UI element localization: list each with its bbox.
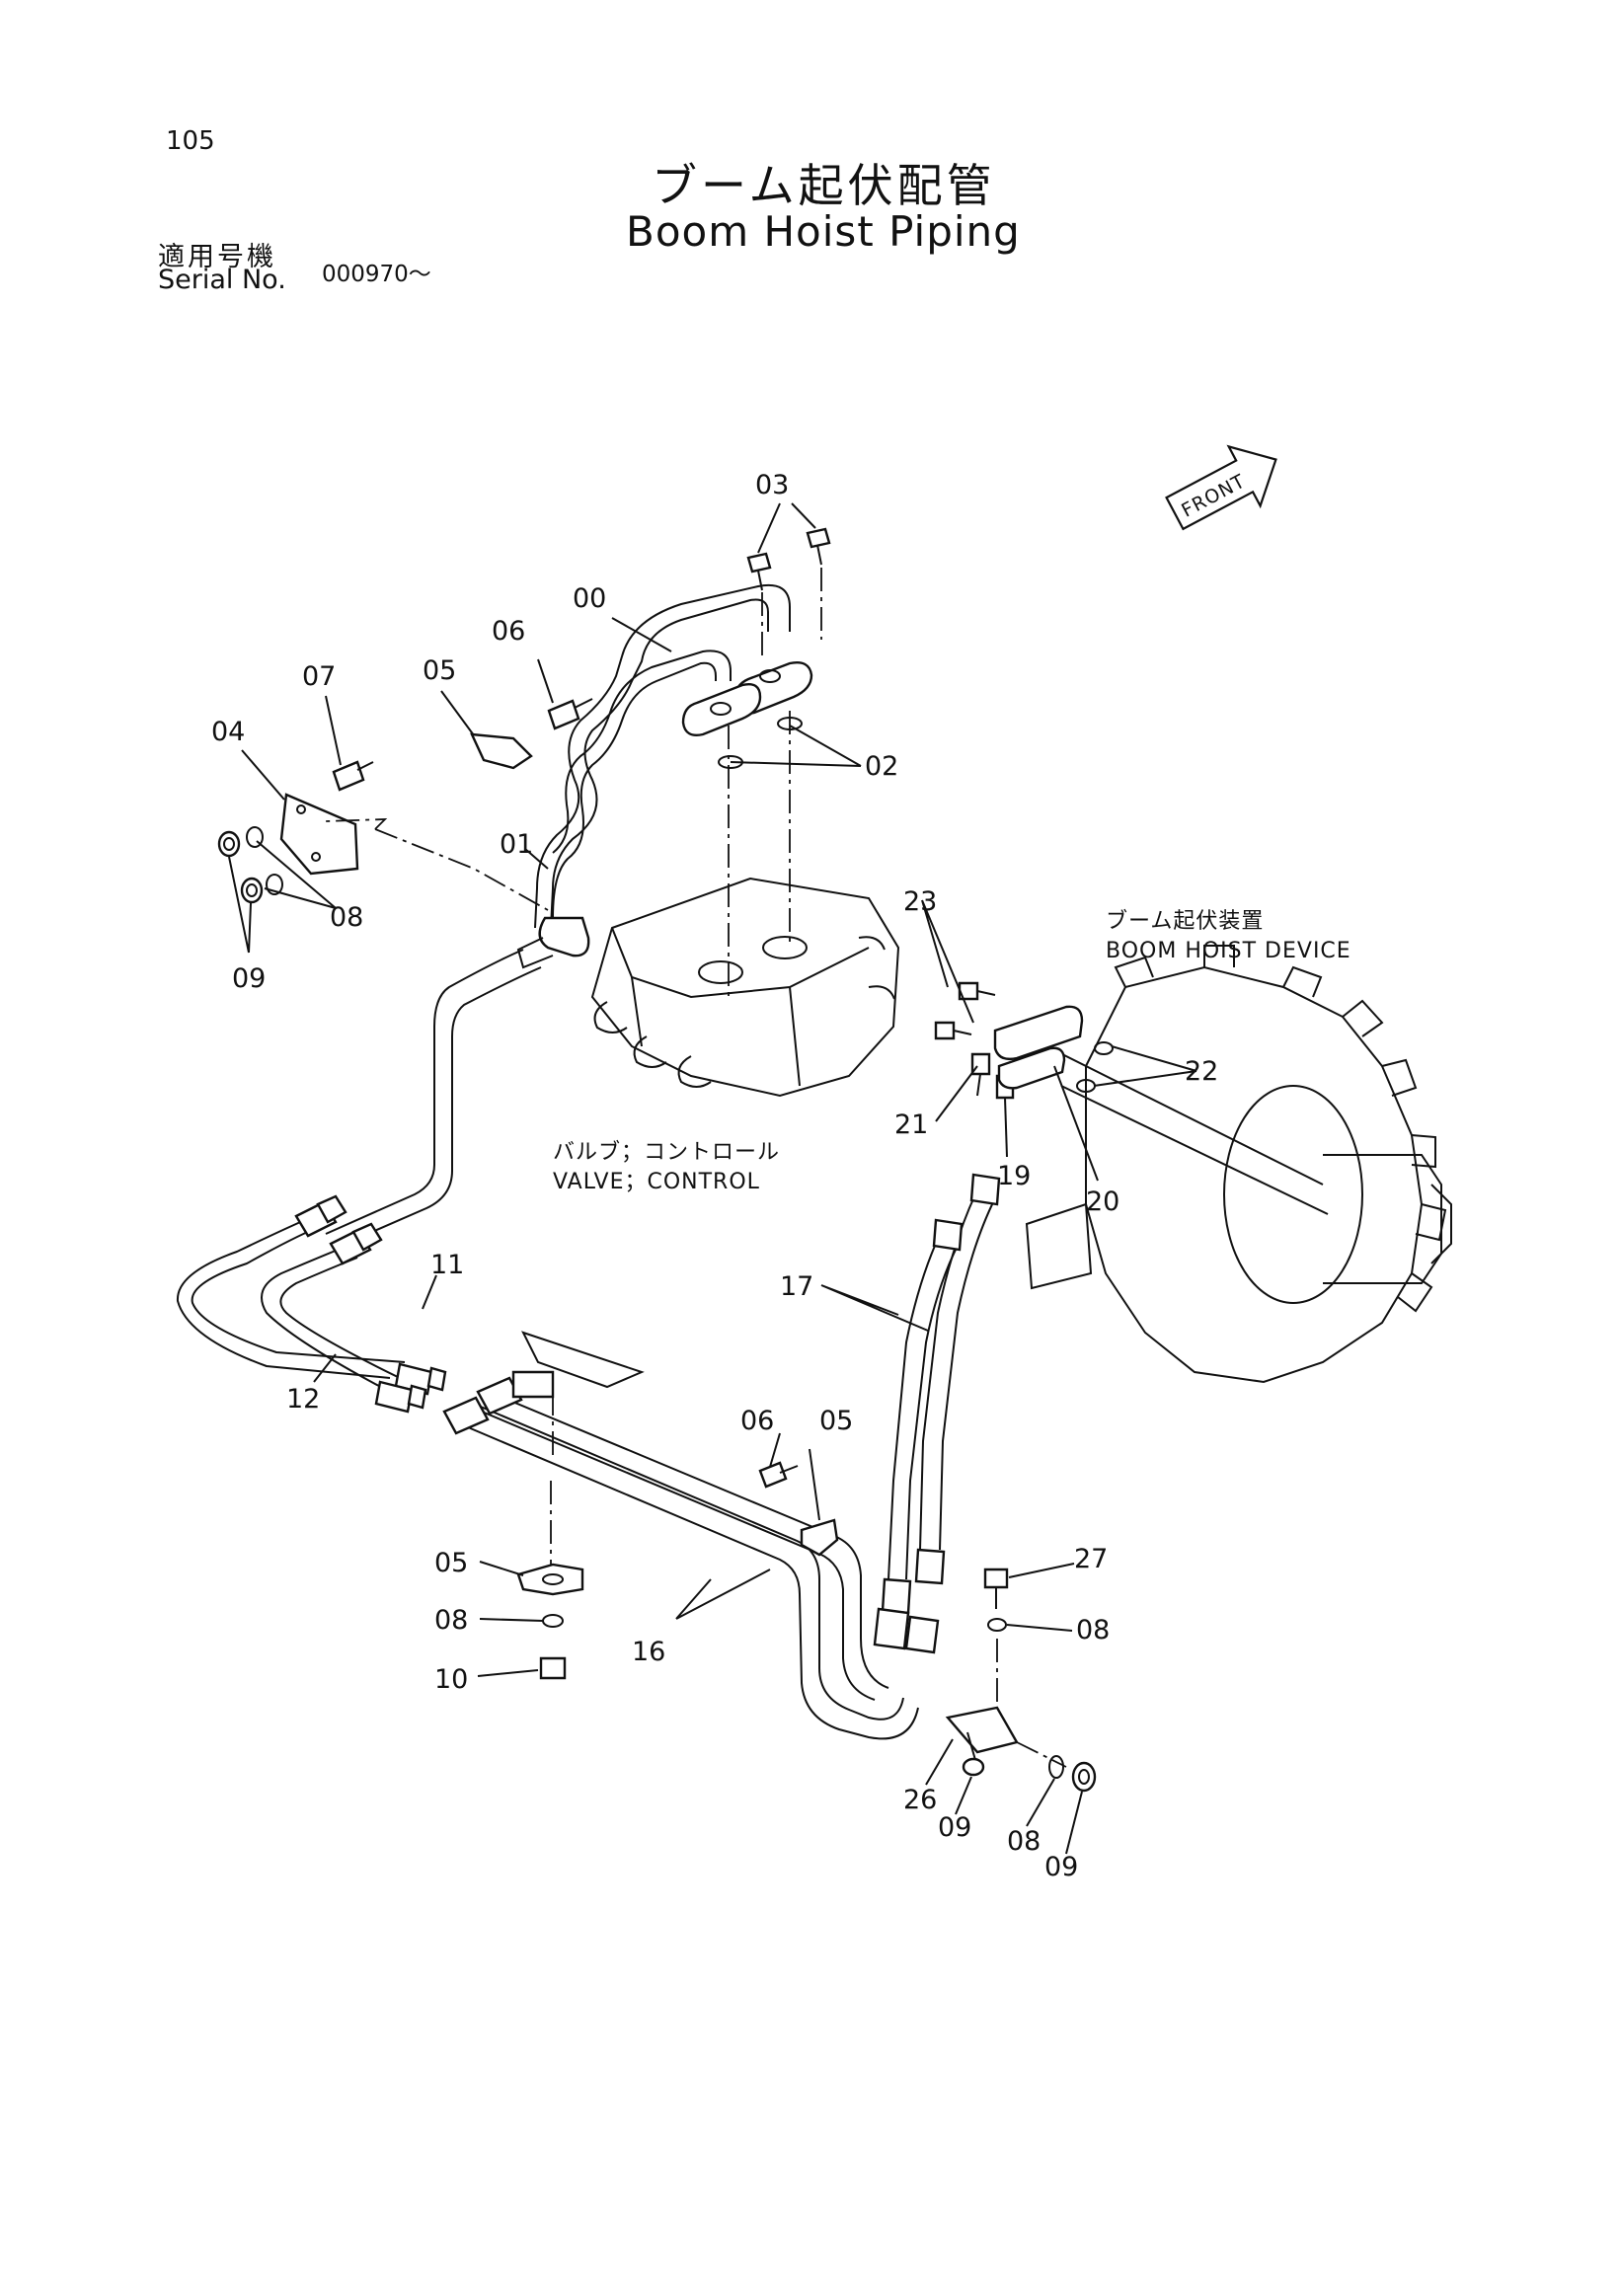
serial-label-japanese: 適用号機 [158,242,276,272]
callout-09-right: 09 [938,1812,971,1843]
callout-20: 20 [1086,1186,1119,1217]
callout-03: 03 [755,470,789,500]
callout-22: 22 [1185,1056,1218,1087]
control-valve-label-jp: バルブ；コントロール [553,1140,780,1165]
serial-label: Serial No. [158,265,286,295]
page-number: 105 [166,126,215,156]
callout-23: 23 [903,886,937,917]
serial-number-value: 000970～ [322,262,431,287]
callout-05-lower: 05 [434,1548,468,1578]
callout-16: 16 [632,1637,665,1667]
callout-17: 17 [780,1271,813,1302]
hoses-17-drawing [873,1173,1001,1654]
hoses-11-12-drawing [176,1194,447,1414]
callout-05-upper: 05 [423,655,456,686]
callout-10: 10 [434,1664,468,1695]
callout-06-middle: 06 [740,1406,774,1436]
callout-27: 27 [1074,1544,1108,1574]
left-pipe-outer [325,949,524,1235]
callout-08-right: 08 [1076,1615,1110,1645]
callout-11: 11 [430,1250,464,1280]
callout-08-lower: 08 [434,1605,468,1636]
callout-01: 01 [500,829,533,860]
callout-07: 07 [302,661,336,692]
callout-04: 04 [211,717,245,747]
pipes-16-drawing [442,1376,919,1740]
callout-08-left: 08 [330,902,363,933]
callout-08-bottom: 08 [1007,1826,1041,1857]
control-valve-label: VALVE；CONTROL [553,1170,760,1194]
callout-09-left: 09 [232,963,266,994]
callout-00: 00 [573,583,606,614]
boom-hoist-device-drawing [1025,945,1452,1384]
callout-12: 12 [286,1384,320,1415]
small-parts-drawing [217,527,1114,1793]
page-title: Boom Hoist Piping [626,207,1021,256]
callout-06-upper: 06 [492,616,525,647]
callout-09-bottom: 09 [1044,1852,1078,1882]
callout-26: 26 [903,1785,937,1815]
upper-pipe-drawing [516,584,813,969]
callout-02: 02 [865,751,898,782]
callout-19: 19 [997,1161,1031,1191]
callout-labels: 03 00 06 05 07 04 02 01 08 09 23 22 21 1… [211,470,1218,1882]
left-pipe-inner [340,966,542,1247]
callout-05-middle: 05 [819,1406,853,1436]
boom-hoist-device-label: BOOM HOIST DEVICE [1106,939,1351,963]
front-arrow-icon: FRONT [1165,444,1277,531]
page-title-japanese: ブーム起伏配管 [652,159,996,212]
leader-lines [228,502,1197,1855]
boom-hoist-device-label-jp: ブーム起伏装置 [1106,909,1264,934]
control-valve-drawing [590,877,900,1098]
callout-21: 21 [894,1110,928,1140]
